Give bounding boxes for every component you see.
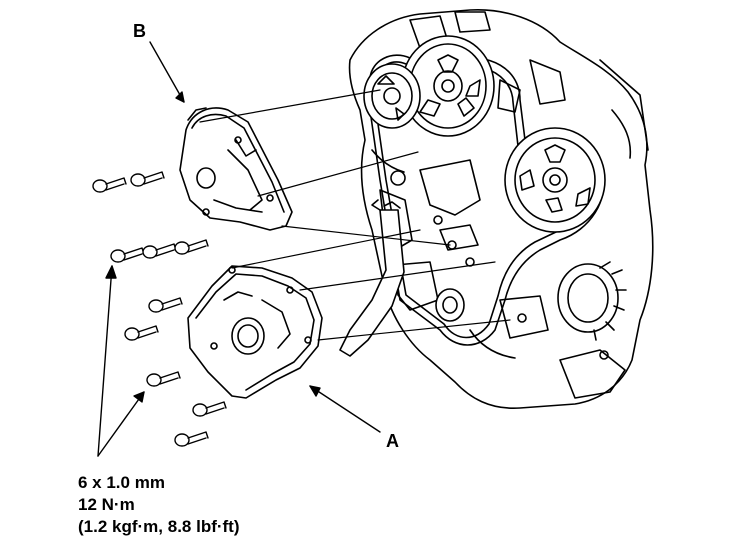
bolt xyxy=(142,243,177,259)
bolt-size-text: 6 x 1.0 mm xyxy=(78,473,165,492)
torque-alt-text: (1.2 kgf·m, 8.8 lbf·ft) xyxy=(78,517,240,536)
bolt xyxy=(174,431,209,447)
torque-spec: 6 x 1.0 mm 12 N·m (1.2 kgf·m, 8.8 lbf·ft… xyxy=(78,472,240,538)
torque-nm-text: 12 N·m xyxy=(78,495,135,514)
alternator-pulley xyxy=(504,127,606,233)
idler-pulley xyxy=(363,63,421,129)
dipstick-tube xyxy=(339,201,405,357)
bolt-group xyxy=(92,171,227,447)
bolt xyxy=(174,239,209,255)
crankshaft-seal xyxy=(557,261,627,341)
leader-lines xyxy=(199,89,511,341)
bolt xyxy=(192,401,227,417)
callout-label-b: B xyxy=(133,21,146,41)
bolt xyxy=(148,297,183,313)
lower-cover xyxy=(187,265,323,399)
callout-arrows xyxy=(97,41,381,457)
upper-cover xyxy=(179,107,293,231)
block-bolt xyxy=(435,288,465,322)
bolt xyxy=(130,171,165,187)
bolt xyxy=(146,371,181,387)
bolt xyxy=(124,325,159,341)
bolt xyxy=(92,177,127,193)
callout-label-a: A xyxy=(386,431,399,451)
bolt xyxy=(110,247,145,263)
